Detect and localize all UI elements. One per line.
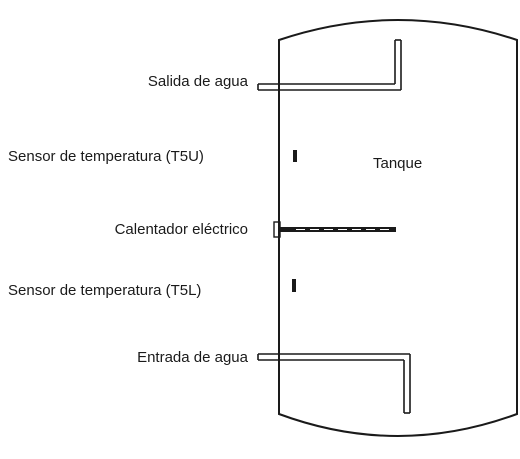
- label-sensor-upper: Sensor de temperatura (T5U): [8, 148, 204, 165]
- heater-element: [273, 221, 396, 238]
- sensor-upper: [293, 150, 297, 162]
- label-electric-heater: Calentador eléctrico: [114, 221, 248, 238]
- inlet-pipe: [257, 353, 411, 414]
- sensor-lower: [292, 279, 296, 292]
- label-water-outlet: Salida de agua: [147, 73, 248, 90]
- label-sensor-lower: Sensor de temperatura (T5L): [8, 282, 202, 299]
- tank-body: [278, 19, 518, 437]
- outlet-pipe: [257, 39, 402, 91]
- label-tank: Tanque: [373, 155, 423, 172]
- label-water-inlet: Entrada de agua: [137, 349, 248, 366]
